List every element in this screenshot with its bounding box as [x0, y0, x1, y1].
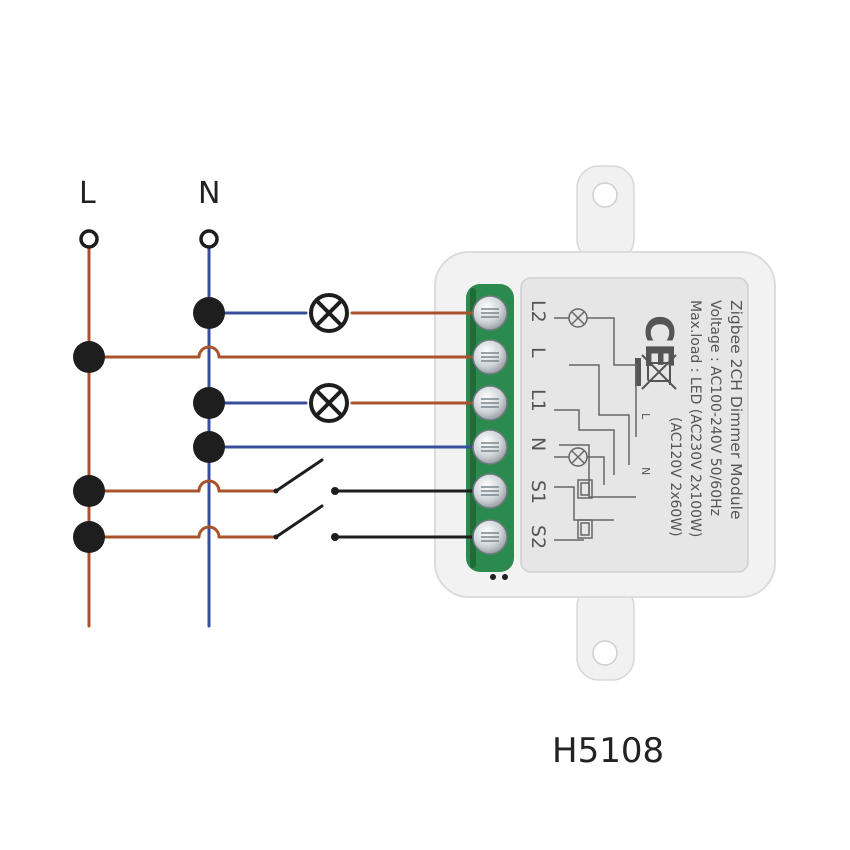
- rail-terminal-icon: [79, 229, 219, 249]
- neutral-rail-label: N: [198, 176, 220, 211]
- module-title: Zigbee 2CH Dimmer Module: [727, 300, 745, 520]
- schematic-label-n: N: [639, 467, 652, 475]
- label-schematic: [554, 308, 637, 541]
- module-max-load-alt: (AC120V 2x60W): [667, 417, 683, 537]
- terminal-screw-l1: [472, 385, 508, 421]
- switch-icon: [273, 487, 339, 541]
- terminal-label-l1: L1: [527, 389, 549, 412]
- schematic-label-l: L: [639, 413, 652, 420]
- terminal-label-n: N: [527, 437, 549, 451]
- terminal-label-l: L: [527, 347, 549, 358]
- terminal-label-s2: S2: [527, 525, 549, 549]
- wire-switch2: [87, 504, 490, 539]
- mounting-ear-top: [576, 165, 635, 262]
- terminal-screw-s2: [472, 519, 508, 555]
- ce-mark: CE: [637, 315, 681, 369]
- terminal-screw-s1: [472, 473, 508, 509]
- junction-dot-icon: [73, 297, 225, 553]
- terminal-screw-l: [472, 339, 508, 375]
- module-max-load: Max.load : LED (AC230V 2x100W): [687, 300, 703, 537]
- status-led-dots: [490, 574, 508, 580]
- dimmer-module: Zigbee 2CH Dimmer Module Voltage : AC100…: [434, 165, 776, 681]
- terminal-screws: [472, 295, 508, 555]
- wire-live-feed: [87, 345, 490, 359]
- terminal-screw-l2: [472, 295, 508, 331]
- lamp-cross-icon: [309, 293, 349, 333]
- model-number: H5108: [552, 731, 664, 771]
- lamp-cross-icon-2: [309, 383, 349, 423]
- mounting-ear-bottom: [576, 584, 635, 681]
- module-voltage: Voltage : AC100-240V 50/60Hz: [707, 300, 723, 516]
- terminal-label-l2: L2: [527, 300, 549, 323]
- terminal-label-s1: S1: [527, 480, 549, 504]
- module-label-text: Zigbee 2CH Dimmer Module Voltage : AC100…: [527, 300, 745, 549]
- line-rail-label: L: [79, 176, 96, 211]
- terminal-labels: L2 L L1 N S1 S2: [527, 300, 549, 549]
- terminal-screw-n: [472, 429, 508, 465]
- wire-switch1: [87, 458, 490, 493]
